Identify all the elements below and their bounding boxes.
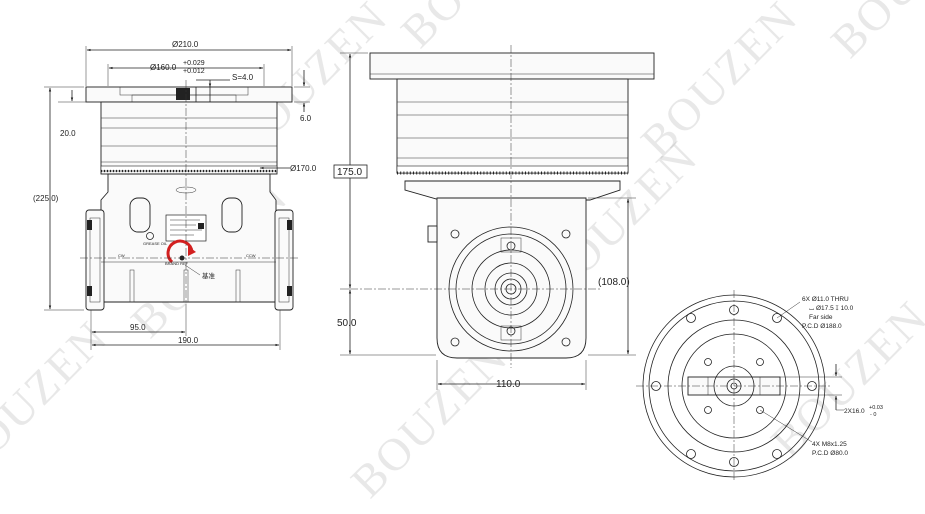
dim-bore-tol-upper: +0.029 [183,60,205,67]
grease-label: GREASE OIL [143,241,168,246]
dim-ring-diameter: Ø170.0 [290,164,317,173]
bottom-view: 6X Ø11.0 THRU ⌴ Ø17.5 ↧ 10.0 Far side P.… [636,290,883,482]
watermark-3: BOUZEN [631,0,807,167]
dim-side-center-height: (108.0) [598,277,630,288]
watermark-9: BOUZEN [821,0,925,67]
note-keyway-width: 2X16.0 [844,408,865,415]
cw-label: CW [118,253,125,258]
dim-flange-thickness: 6.0 [300,114,312,123]
dim-total-height: (225.0) [33,194,59,203]
dim-flange-diameter: Ø210.0 [172,40,199,49]
watermark-6: BOUZEN [0,311,117,487]
watermark-1: BOUZEN [391,0,567,57]
dim-side-height: 175.0 [337,167,362,178]
dim-width: 190.0 [178,336,199,345]
dim-half-width: 95.0 [130,323,146,332]
dim-bore-diameter: Ø160.0 [150,63,177,72]
dim-s: S=4.0 [232,73,254,82]
note-far-side: Far side [809,314,833,321]
brand-ref-label: BRAND REF [165,261,189,266]
front-view: GREASE OIL CW CCW BRAND REF 基准 Ø210.0 Ø1… [33,40,317,350]
ccw-label: CCW [246,253,256,258]
note-counterbore: ⌴ Ø17.5 ↧ 10.0 [809,305,854,312]
note-pcd-inner: P.C.D Ø80.0 [812,450,848,457]
dim-side-base: 50.0 [337,318,357,329]
dim-top-height: 20.0 [60,129,76,138]
note-through-holes: 6X Ø11.0 THRU [802,296,849,303]
scale-ring-side [396,165,629,175]
reference-label: 基准 [202,271,216,280]
scale-ring-front [100,165,278,173]
dim-side-width: 110.0 [496,379,521,390]
side-view: 175.0 50.0 (108.0) 110.0 [333,45,655,390]
note-pcd-outer: P.C.D Ø188.0 [802,323,842,330]
note-keyway-tol-upper: +0.03 [869,405,883,411]
dim-bore-tol-lower: +0.012 [183,68,205,75]
note-keyway-tol-lower: - 0 [870,412,876,418]
note-tapped-holes: 4X M8x1.25 [812,441,847,448]
